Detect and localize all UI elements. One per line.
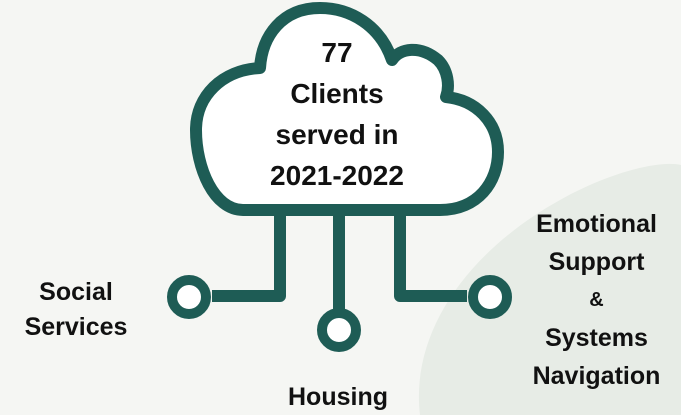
label-emotional-line5: Navigation — [532, 362, 661, 390]
cloud-stat-line4: 2021-2022 — [270, 160, 404, 191]
cloud-stat-line2: Clients — [290, 78, 384, 109]
label-emotional-line4: Systems — [545, 324, 648, 352]
cloud-stat-line3: served in — [275, 119, 399, 150]
label-social-line1: Social — [39, 278, 113, 306]
label-housing: Housing — [268, 380, 408, 415]
label-emotional-line2: Support — [548, 248, 645, 276]
label-emotional-ampersand: & — [589, 289, 604, 311]
background-leaf-shape — [418, 163, 681, 415]
cloud-stat-text: 77 Clients served in 2021-2022 — [232, 32, 442, 196]
cloud-icon — [190, 2, 504, 216]
label-housing-text: Housing — [288, 383, 388, 411]
label-social-line2: Services — [24, 313, 128, 341]
label-emotional-line1: Emotional — [536, 210, 657, 238]
connector-node-icon — [317, 308, 361, 352]
connector-social — [212, 213, 286, 302]
label-social-services: Social Services — [16, 275, 136, 345]
connector-node-icon — [468, 275, 512, 319]
label-emotional-support: Emotional Support & Systems Navigation — [512, 205, 681, 395]
connector-node-icon — [167, 275, 211, 319]
connector-emotional — [394, 213, 467, 302]
cloud-stat-number: 77 — [321, 37, 353, 68]
